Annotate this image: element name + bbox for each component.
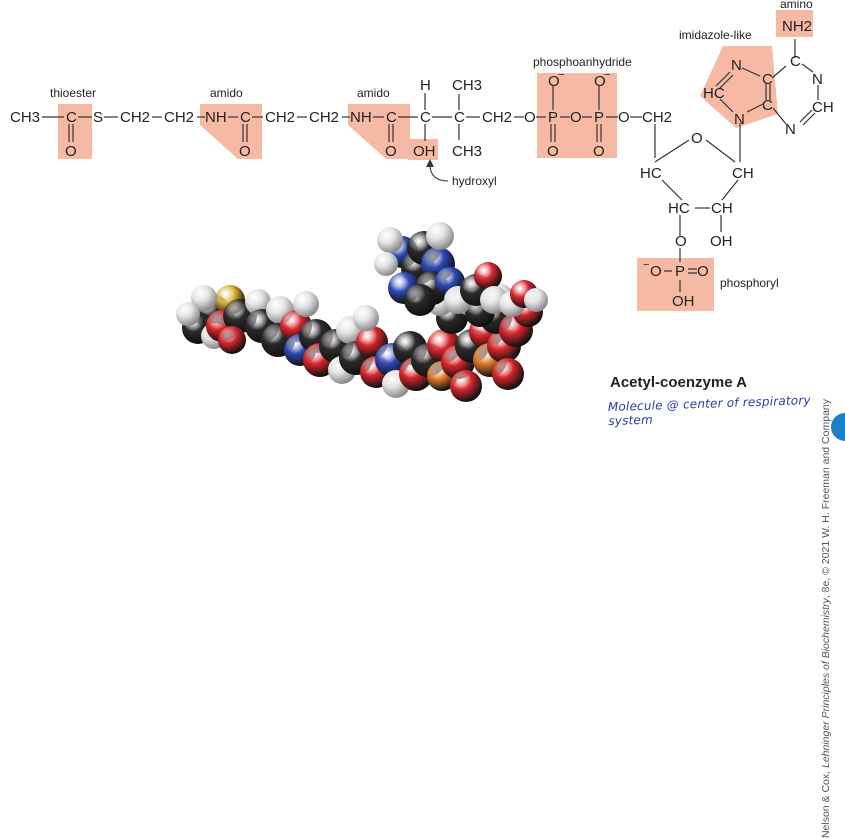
space-filling-model <box>176 222 548 402</box>
group-labels: thioester amido amido phosphoanhydride i… <box>50 0 813 290</box>
model-atom <box>450 370 482 402</box>
model-atom <box>492 358 524 390</box>
atom-oh-ribose: OH <box>710 233 733 250</box>
amido2-highlight <box>348 104 410 159</box>
model-atom <box>524 288 548 312</box>
atom-c3: C <box>386 109 397 126</box>
atom-o-minus-2: O <box>594 73 606 90</box>
charge-1: − <box>558 69 564 81</box>
label-amino: amino <box>780 0 813 11</box>
model-atom <box>191 285 217 311</box>
atom-nh-1: NH <box>205 109 227 126</box>
model-atom <box>404 284 436 316</box>
amido1-highlight <box>200 104 262 159</box>
atom-c4: C <box>420 109 431 126</box>
atom-ch2-ribose: CH2 <box>642 109 672 126</box>
atom-nh-2: NH <box>350 109 372 126</box>
label-thioester: thioester <box>50 86 96 100</box>
functional-group-highlights <box>58 10 813 311</box>
atom-c5: C <box>454 109 465 126</box>
charge-3: − <box>643 259 649 271</box>
charge-2: − <box>604 69 610 81</box>
atom-p2: P <box>594 109 604 126</box>
atom-ch2-a: CH2 <box>120 109 150 126</box>
model-atom <box>474 262 502 290</box>
hydroxyl-arrow <box>429 164 449 182</box>
atom-c1: C <box>66 109 77 126</box>
hydroxyl-highlight <box>408 139 438 160</box>
atom-ch2-e: CH2 <box>482 109 512 126</box>
atom-o-p3-right: O <box>697 263 709 280</box>
atom-ch2-d: CH2 <box>309 109 339 126</box>
atom-ch-bottom: CH <box>711 200 733 217</box>
credit-prefix: Nelson & Cox, <box>820 768 832 838</box>
label-imidazole: imidazole-like <box>679 28 752 42</box>
credit-title: Lehninger Principles of Biochemistry <box>820 598 832 769</box>
atom-o1: O <box>65 143 77 160</box>
atom-ch3-left: CH3 <box>10 109 40 126</box>
atom-o-ester: O <box>524 109 536 126</box>
hydroxyl-arrowhead <box>426 159 434 167</box>
atom-ch3-bottom: CH3 <box>452 143 482 160</box>
atom-oh-phos: OH <box>672 293 695 310</box>
label-amido-1: amido <box>210 86 243 100</box>
atom-n-bottom: N <box>785 121 796 138</box>
amino-highlight <box>776 10 813 37</box>
model-atom <box>293 291 319 317</box>
label-phosphoanhydride: phosphoanhydride <box>533 55 632 69</box>
acetyl-coa-diagram: CH3 C O S CH2 CH2 NH C O CH2 CH2 NH C O … <box>10 0 834 402</box>
model-atom <box>218 326 246 354</box>
phosphoanhydride-highlight <box>537 73 617 158</box>
label-hydroxyl: hydroxyl <box>452 174 497 188</box>
atom-c-top: C <box>790 53 801 70</box>
atom-ch-right: CH <box>732 165 754 182</box>
atom-hc-left: HC <box>640 165 662 182</box>
atom-o-minus-1: O <box>548 73 560 90</box>
atom-h-top: H <box>420 77 431 94</box>
atom-ch2-b: CH2 <box>164 109 194 126</box>
label-amido-2: amido <box>357 86 390 100</box>
atom-hc-bottom: HC <box>668 200 690 217</box>
atom-c-fused-top: C <box>762 71 773 88</box>
atom-o-ring: O <box>691 130 703 147</box>
atom-n-right: N <box>812 71 823 88</box>
atom-c-fused-bottom: C <box>762 97 773 114</box>
atom-s: S <box>93 109 103 126</box>
atom-o-p2-bottom: O <box>593 143 605 160</box>
atom-o-bridge: O <box>570 109 582 126</box>
atom-oh-hydroxyl: OH <box>413 143 436 160</box>
atom-p3: P <box>675 263 685 280</box>
bond-lines <box>42 39 819 292</box>
atom-labels: CH3 C O S CH2 CH2 NH C O CH2 CH2 NH C O … <box>10 18 834 310</box>
thioester-highlight <box>58 104 92 159</box>
credit-text: Nelson & Cox, Lehninger Principles of Bi… <box>820 399 832 838</box>
imidazole-highlight <box>700 46 778 128</box>
atom-o3: O <box>385 143 397 160</box>
figure-caption: Acetyl-coenzyme A <box>610 374 747 391</box>
credit-strip: Nelson & Cox, Lehninger Principles of Bi… <box>812 0 842 838</box>
model-atom <box>245 289 271 315</box>
atom-ch2-c: CH2 <box>265 109 295 126</box>
model-atom <box>377 227 403 253</box>
atom-hc-pur: HC <box>703 85 725 102</box>
model-atom <box>374 252 398 276</box>
atom-c2: C <box>240 109 251 126</box>
model-atom <box>353 305 379 331</box>
atom-o2: O <box>239 143 251 160</box>
model-atom <box>426 222 454 250</box>
atom-o-link: O <box>618 109 630 126</box>
atom-ch-pur: CH <box>812 99 834 116</box>
model-atom <box>176 302 200 326</box>
label-phosphoryl: phosphoryl <box>720 276 779 290</box>
atom-o-p1-bottom: O <box>547 143 559 160</box>
atom-n-nine: N <box>734 111 745 128</box>
atom-n-left-top: N <box>731 57 742 74</box>
atom-o-minus-3: O <box>650 263 662 280</box>
atom-ch3-top: CH3 <box>452 77 482 94</box>
atom-o-phos: O <box>675 233 687 250</box>
atom-p1: P <box>548 109 558 126</box>
atom-nh2: NH2 <box>782 18 812 35</box>
phosphoryl-highlight <box>637 258 714 311</box>
